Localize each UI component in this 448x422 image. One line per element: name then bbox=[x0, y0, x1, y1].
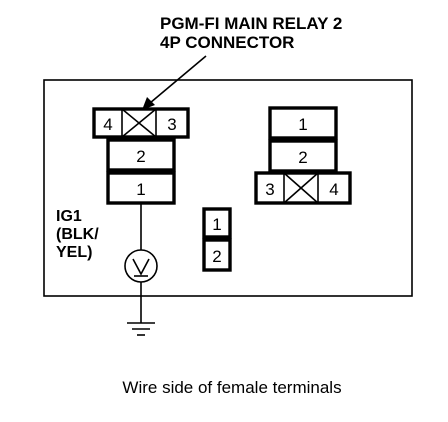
small-connector: 1 2 bbox=[202, 207, 232, 272]
left-connector-blank-cavity bbox=[121, 108, 157, 138]
voltmeter-icon bbox=[124, 249, 158, 283]
right-connector-pin-1: 1 bbox=[298, 115, 307, 134]
caption: Wire side of female terminals bbox=[122, 378, 341, 397]
diagram-frame bbox=[43, 79, 413, 297]
left-connector-pin-1: 1 bbox=[136, 180, 145, 199]
callout-arrow bbox=[142, 55, 207, 110]
left-connector: 4 3 2 1 bbox=[92, 107, 190, 205]
left-connector-pin-4: 4 bbox=[103, 115, 112, 134]
small-connector-pin-2: 2 bbox=[212, 247, 221, 266]
right-connector-pin-4: 4 bbox=[329, 180, 338, 199]
left-connector-pin-2: 2 bbox=[136, 147, 145, 166]
title-line-2: 4P CONNECTOR bbox=[160, 33, 294, 52]
wire-label-line-3: YEL) bbox=[56, 244, 92, 261]
wire-label-line-1: IG1 bbox=[56, 208, 82, 225]
right-connector-pin-2: 2 bbox=[298, 148, 307, 167]
wire-label-line-2: (BLK/ bbox=[56, 226, 99, 243]
left-connector-pin-3: 3 bbox=[167, 115, 176, 134]
small-connector-pin-1: 1 bbox=[212, 215, 221, 234]
title-line-1: PGM-FI MAIN RELAY 2 bbox=[160, 14, 342, 33]
ground-icon bbox=[127, 322, 155, 336]
right-connector-blank-cavity bbox=[283, 172, 319, 204]
right-connector: 1 2 3 4 bbox=[254, 106, 352, 205]
right-connector-pin-3: 3 bbox=[265, 180, 274, 199]
